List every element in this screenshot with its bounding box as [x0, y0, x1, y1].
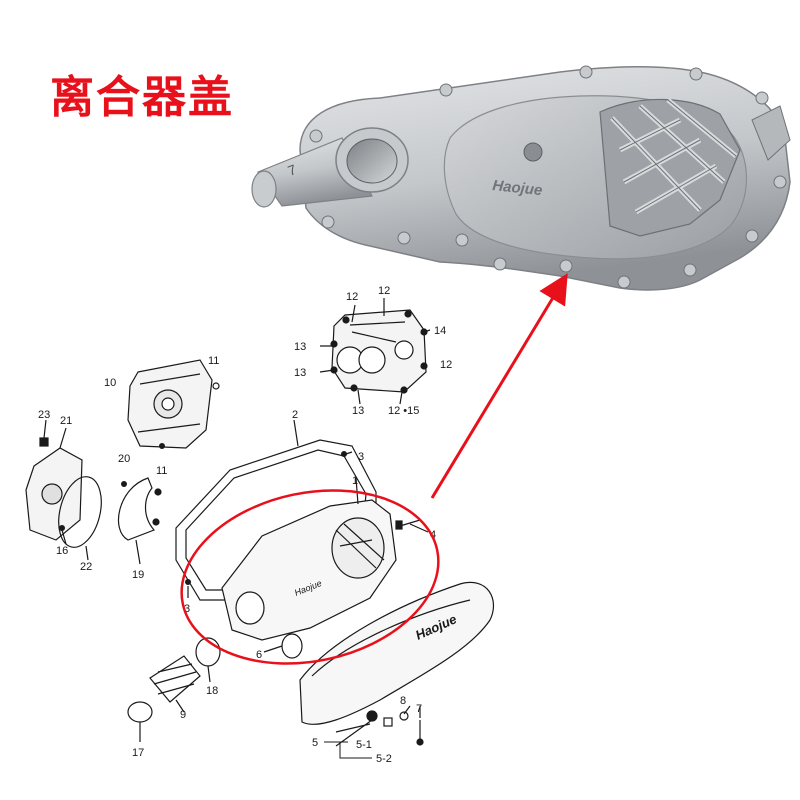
- highlight-arrow: [430, 273, 568, 499]
- callout-9: 9: [180, 709, 186, 721]
- callout-13a: 13: [294, 341, 306, 353]
- callout-21: 21: [60, 415, 72, 427]
- part-4: [399, 519, 421, 527]
- callout-13c: 13: [352, 405, 364, 417]
- callout-6: 6: [256, 649, 262, 661]
- callout-12a: 12: [346, 291, 358, 303]
- callout-16: 16: [56, 545, 68, 557]
- part-6: [281, 633, 303, 659]
- part-22: [58, 476, 102, 548]
- callout-2: 2: [292, 409, 298, 421]
- callout-11a: 11: [208, 355, 219, 367]
- part-17: [127, 701, 153, 723]
- callout-17: 17: [132, 747, 144, 759]
- part-1: Haojue: [221, 499, 397, 641]
- part-19: [118, 477, 156, 541]
- callout-14: 14: [434, 325, 446, 337]
- exploded-view: Haojue Haojue: [25, 298, 495, 747]
- callout-20: 20: [118, 453, 130, 465]
- callout-5-1: 5-1: [356, 739, 372, 751]
- part-10: [127, 359, 220, 449]
- callout-22: 22: [80, 561, 92, 573]
- callout-3b: 3: [184, 603, 190, 615]
- brand-logo-photo: Haojue: [492, 177, 544, 199]
- callout-12b: 12: [378, 285, 390, 297]
- callout-5: 5: [312, 737, 318, 749]
- part-21: [25, 437, 83, 541]
- callout-labels: 12 12 14 13 12 13 13 12 •15 11 10 23 21 …: [38, 285, 452, 765]
- callout-7: 7: [416, 703, 422, 715]
- callout-19: 19: [132, 569, 144, 581]
- part-5: Haojue: [299, 581, 495, 725]
- callout-10: 10: [104, 377, 116, 389]
- callout-13b: 13: [294, 367, 306, 379]
- callout-18: 18: [206, 685, 218, 697]
- callout-12-15: 12 •15: [388, 405, 419, 417]
- highlight-ellipse: [180, 489, 440, 665]
- callout-4: 4: [430, 529, 436, 541]
- callout-11b: 11: [156, 465, 167, 477]
- callout-12c: 12: [440, 359, 452, 371]
- part-small-cover: [330, 309, 428, 394]
- page-title: 离合器盖: [50, 72, 234, 123]
- callout-5-2: 5-2: [376, 753, 392, 765]
- part-9: [149, 655, 201, 703]
- callout-8: 8: [400, 695, 406, 707]
- callout-1: 1: [352, 475, 358, 487]
- clutch-cover-photo: 7 Haojue: [251, 65, 791, 291]
- callout-23: 23: [38, 409, 50, 421]
- vent-grille: [599, 98, 741, 237]
- callout-3a: 3: [358, 451, 364, 463]
